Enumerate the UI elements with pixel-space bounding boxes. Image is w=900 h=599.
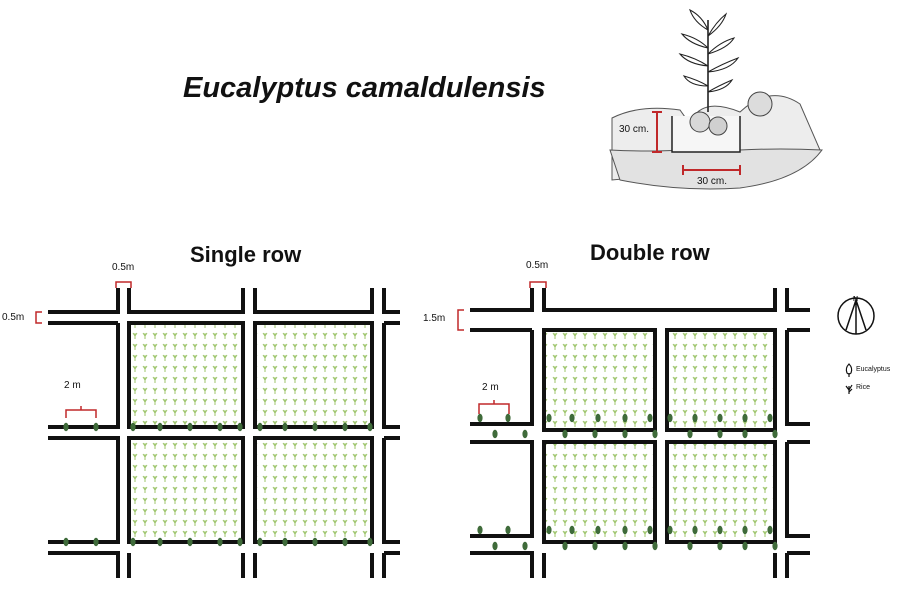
single-row-layout — [35, 281, 400, 578]
eucalyptus-tree-marker — [522, 429, 528, 439]
north-label: N — [853, 296, 859, 303]
eucalyptus-tree-marker — [692, 525, 698, 535]
single-row-title: Single row — [190, 242, 302, 267]
eucalyptus-tree-marker — [217, 422, 223, 432]
double-row-trees — [477, 413, 778, 551]
eucalyptus-tree-marker — [342, 537, 348, 547]
eucalyptus-tree-marker — [767, 525, 773, 535]
north-arrow-icon — [837, 297, 875, 335]
eucalyptus-tree-marker — [592, 429, 598, 439]
legend-rice-label: Rice — [856, 384, 871, 391]
eucalyptus-tree-marker — [742, 429, 748, 439]
eucalyptus-tree-marker — [767, 413, 773, 423]
double-row-road-width-label: 1.5m — [423, 313, 446, 324]
eucalyptus-tree-marker — [772, 429, 778, 439]
double-row-dimensions — [457, 281, 547, 414]
eucalyptus-tree-marker — [595, 525, 601, 535]
eucalyptus-tree-marker — [717, 413, 723, 423]
eucalyptus-tree-marker — [622, 525, 628, 535]
single-row-bund-width-label: 0.5m — [112, 262, 135, 273]
eucalyptus-tree-marker — [652, 429, 658, 439]
eucalyptus-tree-marker — [93, 422, 99, 432]
eucalyptus-tree-marker — [546, 525, 552, 535]
eucalyptus-tree-marker — [63, 422, 69, 432]
eucalyptus-tree-marker — [342, 422, 348, 432]
eucalyptus-tree-marker — [742, 413, 748, 423]
double-row-bund-width-label: 0.5m — [526, 260, 549, 271]
eucalyptus-tree-marker — [622, 429, 628, 439]
eucalyptus-tree-marker — [546, 413, 552, 423]
eucalyptus-tree-marker — [742, 541, 748, 551]
eucalyptus-tree-marker — [592, 541, 598, 551]
legend — [837, 297, 875, 394]
eucalyptus-tree-marker — [647, 413, 653, 423]
eucalyptus-tree-marker — [569, 525, 575, 535]
eucalyptus-tree-marker — [367, 537, 373, 547]
eucalyptus-tree-marker — [312, 537, 318, 547]
width-dimension — [682, 165, 741, 175]
eucalyptus-tree-marker — [569, 413, 575, 423]
eucalyptus-tree-marker — [522, 541, 528, 551]
eucalyptus-tree-marker — [687, 429, 693, 439]
eucalyptus-tree-marker — [505, 413, 511, 423]
eucalyptus-tree-marker — [505, 525, 511, 535]
seedling-leaves — [678, 8, 740, 93]
figure-title: Eucalyptus camaldulensis — [183, 72, 546, 104]
eucalyptus-tree-marker — [647, 525, 653, 535]
eucalyptus-tree-marker — [93, 537, 99, 547]
eucalyptus-tree-marker — [717, 525, 723, 535]
eucalyptus-tree-marker — [282, 422, 288, 432]
single-row-road-width-label: 0.5m — [2, 312, 25, 323]
eucalyptus-tree-marker — [652, 541, 658, 551]
eucalyptus-tree-marker — [257, 537, 263, 547]
eucalyptus-tree-marker — [622, 413, 628, 423]
depth-label: 30 cm. — [619, 124, 650, 135]
eucalyptus-tree-marker — [282, 537, 288, 547]
eucalyptus-tree-marker — [477, 413, 483, 423]
eucalyptus-tree-marker — [312, 422, 318, 432]
eucalyptus-tree-marker — [717, 429, 723, 439]
eucalyptus-tree-marker — [492, 541, 498, 551]
eucalyptus-tree-marker — [257, 422, 263, 432]
eucalyptus-tree-marker — [237, 422, 243, 432]
eucalyptus-tree-marker — [595, 413, 601, 423]
eucalyptus-tree-marker — [367, 422, 373, 432]
eucalyptus-tree-marker — [742, 525, 748, 535]
eucalyptus-tree-marker — [562, 429, 568, 439]
eucalyptus-tree-marker — [492, 429, 498, 439]
width-label: 30 cm. — [697, 176, 728, 187]
eucalyptus-tree-marker — [187, 422, 193, 432]
eucalyptus-tree-marker — [562, 541, 568, 551]
eucalyptus-tree-marker — [63, 537, 69, 547]
eucalyptus-icon — [845, 363, 853, 377]
single-row-dimensions — [35, 281, 132, 418]
eucalyptus-tree-marker — [717, 541, 723, 551]
double-row-title: Double row — [590, 240, 710, 265]
eucalyptus-tree-marker — [130, 422, 136, 432]
single-row-trees — [63, 422, 373, 547]
single-row-spacing-label: 2 m — [64, 380, 81, 391]
eucalyptus-tree-marker — [187, 537, 193, 547]
eucalyptus-tree-marker — [130, 537, 136, 547]
eucalyptus-tree-marker — [667, 525, 673, 535]
eucalyptus-tree-marker — [667, 413, 673, 423]
eucalyptus-tree-marker — [237, 537, 243, 547]
eucalyptus-tree-marker — [477, 525, 483, 535]
legend-eucalyptus-label: Eucalyptus — [856, 366, 891, 373]
eucalyptus-tree-marker — [687, 541, 693, 551]
eucalyptus-tree-marker — [772, 541, 778, 551]
ground-surface — [609, 148, 823, 190]
eucalyptus-tree-marker — [622, 541, 628, 551]
eucalyptus-tree-marker — [157, 537, 163, 547]
eucalyptus-tree-marker — [217, 537, 223, 547]
double-row-spacing-label: 2 m — [482, 382, 499, 393]
eucalyptus-tree-marker — [692, 413, 698, 423]
eucalyptus-tree-marker — [157, 422, 163, 432]
depth-dimension — [652, 111, 662, 153]
rice-icon — [845, 384, 853, 394]
double-row-layout — [457, 281, 810, 578]
